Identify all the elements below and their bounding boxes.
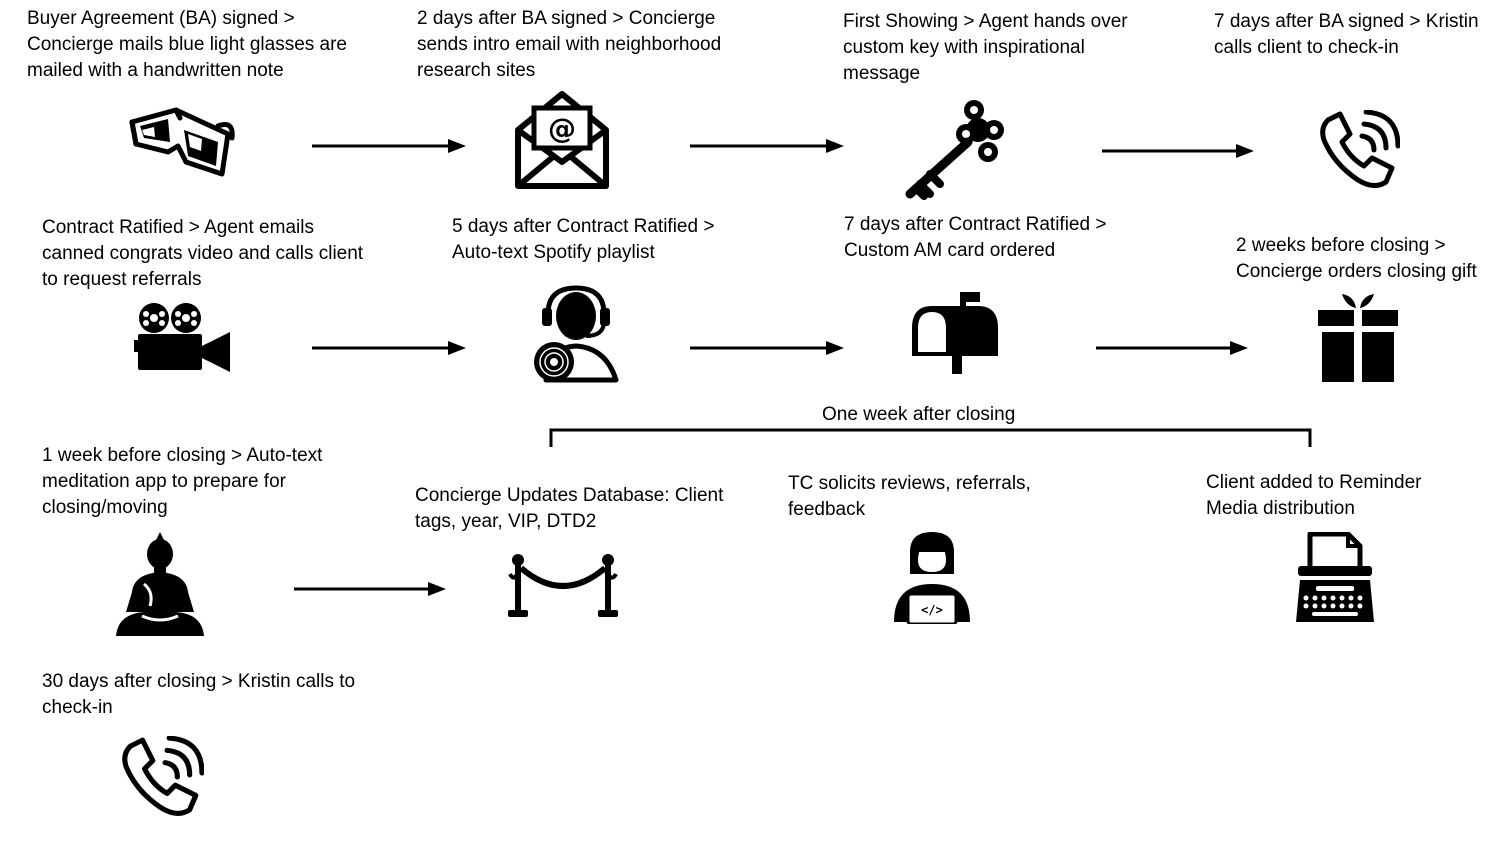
step-five-days-after-contract-text: 5 days after Contract Ratified > Auto-te… (452, 216, 715, 263)
buddha-meditation-icon (116, 532, 204, 636)
typewriter-icon (1296, 532, 1374, 622)
flow-arrow (312, 139, 466, 153)
step-two-weeks-before-closing-text: 2 weeks before closing > Concierge order… (1236, 235, 1477, 282)
step-seven-days-after-ba-text: 7 days after BA signed > Kristin calls c… (1214, 11, 1479, 58)
email-envelope-icon: @ (515, 91, 609, 189)
mailbox-icon (912, 292, 998, 374)
phone-call-icon (1320, 110, 1400, 188)
step-thirty-days-after-closing-text: 30 days after closing > Kristin calls to… (42, 671, 356, 718)
video-camera-icon (134, 303, 230, 372)
step-one-week-before-closing-text: 1 week before closing > Auto-text medita… (42, 445, 323, 518)
svg-text:@: @ (548, 112, 576, 145)
headphones-listener-icon (534, 285, 619, 383)
flow-arrow (1096, 341, 1248, 355)
step-first-showing-text: First Showing > Agent hands over custom … (843, 11, 1128, 84)
flow-arrow (690, 341, 844, 355)
svg-text:</>: </> (921, 603, 943, 617)
step-concierge-updates-db-text: Concierge Updates Database: Client tags,… (415, 485, 724, 532)
bracket-label: One week after closing (822, 404, 1016, 425)
flow-arrow (1102, 144, 1254, 158)
step-ba-signed-text: Buyer Agreement (BA) signed > Concierge … (27, 8, 347, 81)
person-laptop-icon: </> (894, 532, 970, 624)
step-contract-ratified-text: Contract Ratified > Agent emails canned … (42, 217, 364, 290)
step-seven-days-after-contract-text: 7 days after Contract Ratified > Custom … (844, 214, 1107, 261)
key-icon (905, 100, 1004, 200)
gift-box-icon (1318, 294, 1398, 382)
flow-arrow (312, 341, 466, 355)
step-two-days-after-ba-text: 2 days after BA signed > Concierge sends… (417, 8, 722, 81)
phone-call-icon (122, 736, 204, 816)
step-tc-solicits-text: TC solicits reviews, referrals, feedback (788, 473, 1031, 520)
one-week-after-closing-bracket (549, 428, 1312, 447)
vip-rope-stanchion-icon (508, 554, 618, 617)
flow-arrow (690, 139, 844, 153)
3d-glasses-icon (129, 107, 235, 177)
flow-arrow (294, 582, 446, 596)
step-reminder-media-text: Client added to Reminder Media distribut… (1206, 472, 1422, 519)
